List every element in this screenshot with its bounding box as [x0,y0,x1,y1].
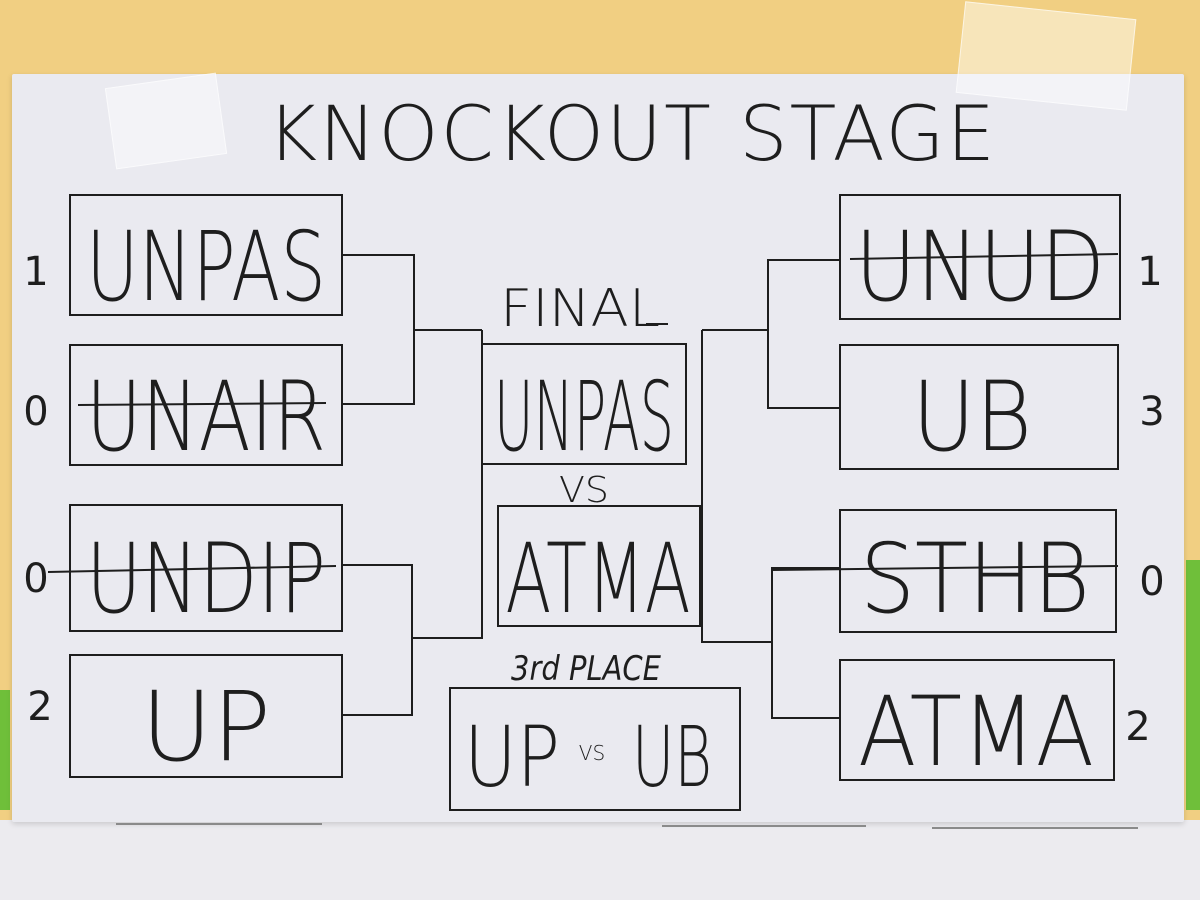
third-place-team-a: UP [464,708,560,806]
team-score: 2 [27,684,52,730]
team-name: UNAIR [86,361,326,473]
right-connectors [701,259,840,719]
lower-sheet-lines [116,823,1138,829]
final-label: FINAL [500,279,660,339]
team-box [839,194,1121,320]
team-box [69,504,343,632]
third-place-section: 3rd PLACE UP VS UB [449,649,741,811]
team-score: 0 [1139,559,1164,605]
team-box [839,659,1115,781]
lower-paper-sheet [0,820,1200,900]
final-section: FINAL UNPAS VS ATMA [481,279,701,635]
team-name: UNUD [855,211,1105,323]
final-team-box [481,343,687,465]
right-bracket: UNUD 1 UB 3 STHB 0 ATMA 2 [771,194,1165,788]
third-place-label: 3rd PLACE [511,649,661,689]
third-place-team-b: UB [632,708,712,806]
bracket-poster [12,74,1184,822]
strike-line [849,253,1119,260]
team-score: 3 [1139,389,1164,435]
green-wall-strip [1186,560,1200,810]
poster-title: KNOCKOUT STAGE [267,89,997,178]
green-wall-strip-left [0,690,10,810]
final-vs: VS [559,470,609,511]
team-score: 0 [23,389,48,435]
team-name: UNPAS [86,211,326,323]
team-score: 0 [23,556,48,602]
final-team-b: ATMA [506,523,691,635]
strike-line [47,565,337,573]
team-name: UNDIP [86,523,326,635]
team-name: UB [912,361,1032,473]
team-name: STHB [860,523,1090,635]
strike-line [771,565,1119,571]
left-bracket: UNPAS 1 UNAIR 0 UNDIP 0 UP 2 [23,194,343,783]
team-score: 1 [23,249,48,295]
final-team-a: UNPAS [494,361,674,473]
third-place-vs: VS [579,741,605,765]
final-team-box [497,505,701,627]
team-name: UP [141,671,271,783]
team-score: 1 [1137,249,1162,295]
left-connectors [342,254,483,716]
team-name: ATMA [858,676,1094,788]
strike-line [77,402,327,406]
team-score: 2 [1125,704,1150,750]
team-box [839,509,1117,633]
third-place-box [449,687,741,811]
